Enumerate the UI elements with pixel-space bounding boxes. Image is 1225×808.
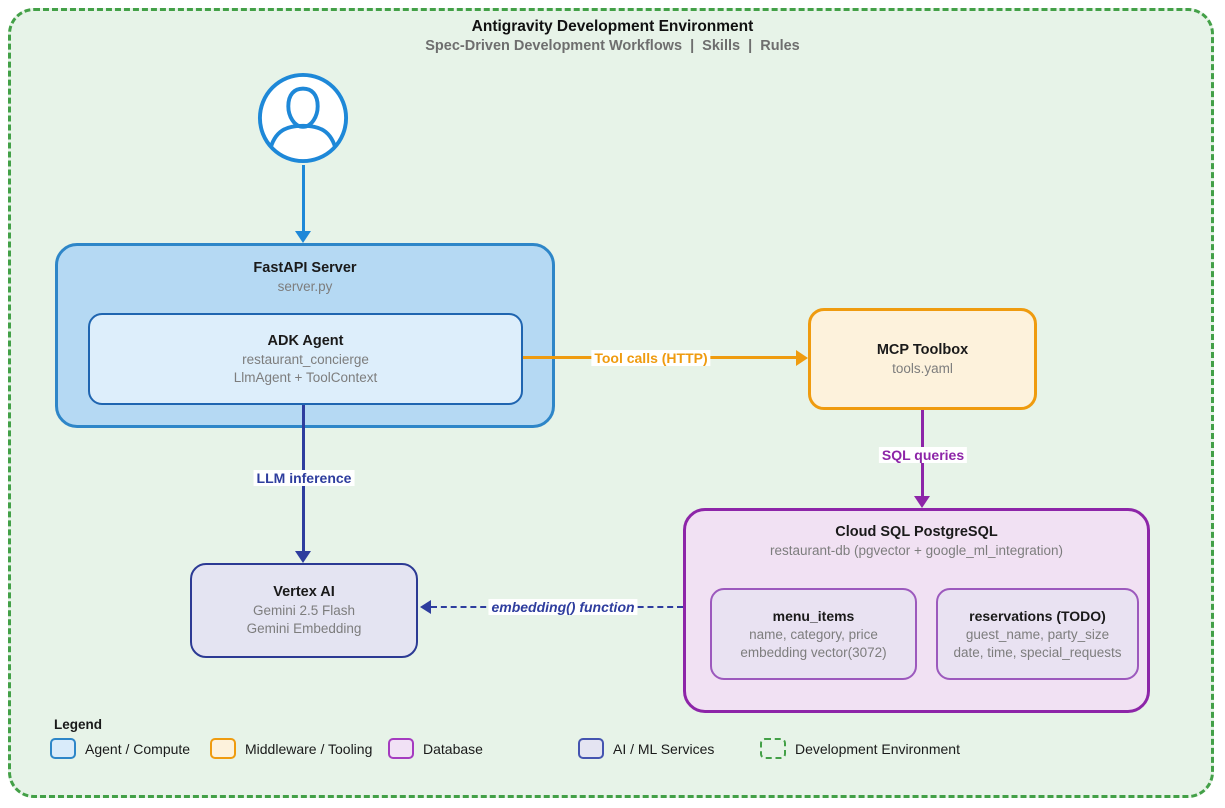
legend-swatch-agent-compute	[50, 738, 76, 759]
legend-title: Legend	[54, 717, 103, 732]
cloud-sql-title: Cloud SQL PostgreSQL	[835, 524, 998, 540]
adk-agent-line1: restaurant_concierge	[242, 351, 369, 367]
menu-items-line2: embedding vector(3072)	[740, 644, 887, 660]
node-mcp-toolbox: MCP Toolbox tools.yaml	[808, 308, 1037, 410]
legend-swatch-database	[388, 738, 414, 759]
node-menu-items-table: menu_items name, category, price embeddi…	[710, 588, 917, 680]
legend-item-middleware-tooling: Middleware / Tooling	[210, 738, 372, 759]
diagram-subtitle: Spec-Driven Development Workflows | Skil…	[425, 38, 800, 54]
legend-label: Development Environment	[795, 740, 960, 757]
fastapi-server-subtitle: server.py	[277, 279, 333, 294]
adk-agent-title: ADK Agent	[267, 332, 344, 349]
legend-label: Agent / Compute	[85, 740, 191, 757]
legend-item-development-environment: Development Environment	[760, 738, 960, 759]
diagram-title: Antigravity Development Environment	[471, 18, 754, 35]
edge-label-embedding-function: embedding() function	[488, 599, 638, 615]
edge-label-tool-calls: Tool calls (HTTP)	[591, 350, 711, 366]
node-reservations-table: reservations (TODO) guest_name, party_si…	[936, 588, 1139, 680]
vertex-ai-line1: Gemini 2.5 Flash	[252, 603, 356, 618]
edge-embedding-function-arrowhead-icon	[420, 600, 431, 614]
adk-agent-line2: LlmAgent + ToolContext	[233, 369, 378, 385]
node-adk-agent: ADK Agent restaurant_concierge LlmAgent …	[88, 313, 523, 405]
legend-swatch-aiml-services	[578, 738, 604, 759]
menu-items-line1: name, category, price	[749, 626, 878, 642]
legend-swatch-middleware-tooling	[210, 738, 236, 759]
mcp-toolbox-subtitle: tools.yaml	[892, 360, 953, 376]
node-vertex-ai: Vertex AI Gemini 2.5 Flash Gemini Embedd…	[190, 563, 418, 658]
edge-user-to-fastapi-arrowhead-icon	[295, 231, 311, 243]
legend-item-agent-compute: Agent / Compute	[50, 738, 190, 759]
reservations-title: reservations (TODO)	[969, 607, 1106, 624]
legend-label: Middleware / Tooling	[245, 740, 373, 757]
vertex-ai-title: Vertex AI	[273, 584, 335, 600]
edge-sql-queries-arrowhead-icon	[914, 496, 930, 508]
legend-swatch-development-environment	[760, 738, 786, 759]
user-icon	[257, 72, 349, 164]
cloud-sql-subtitle: restaurant-db (pgvector + google_ml_inte…	[769, 543, 1064, 558]
fastapi-server-title: FastAPI Server	[253, 260, 357, 276]
reservations-line1: guest_name, party_size	[965, 626, 1110, 642]
legend-item-database: Database	[388, 738, 483, 759]
menu-items-title: menu_items	[772, 607, 855, 624]
legend-label: Database	[423, 740, 483, 757]
vertex-ai-line2: Gemini Embedding	[246, 621, 362, 636]
edge-user-to-fastapi-line	[301, 165, 305, 233]
reservations-line2: date, time, special_requests	[953, 644, 1122, 660]
edge-label-sql-queries: SQL queries	[878, 447, 968, 463]
legend-label: AI / ML Services	[613, 740, 715, 757]
edge-llm-inference-arrowhead-icon	[295, 551, 311, 563]
edge-tool-calls-arrowhead-icon	[796, 350, 808, 366]
mcp-toolbox-title: MCP Toolbox	[876, 341, 969, 358]
legend-item-aiml-services: AI / ML Services	[578, 738, 714, 759]
edge-label-llm-inference: LLM inference	[253, 470, 355, 486]
